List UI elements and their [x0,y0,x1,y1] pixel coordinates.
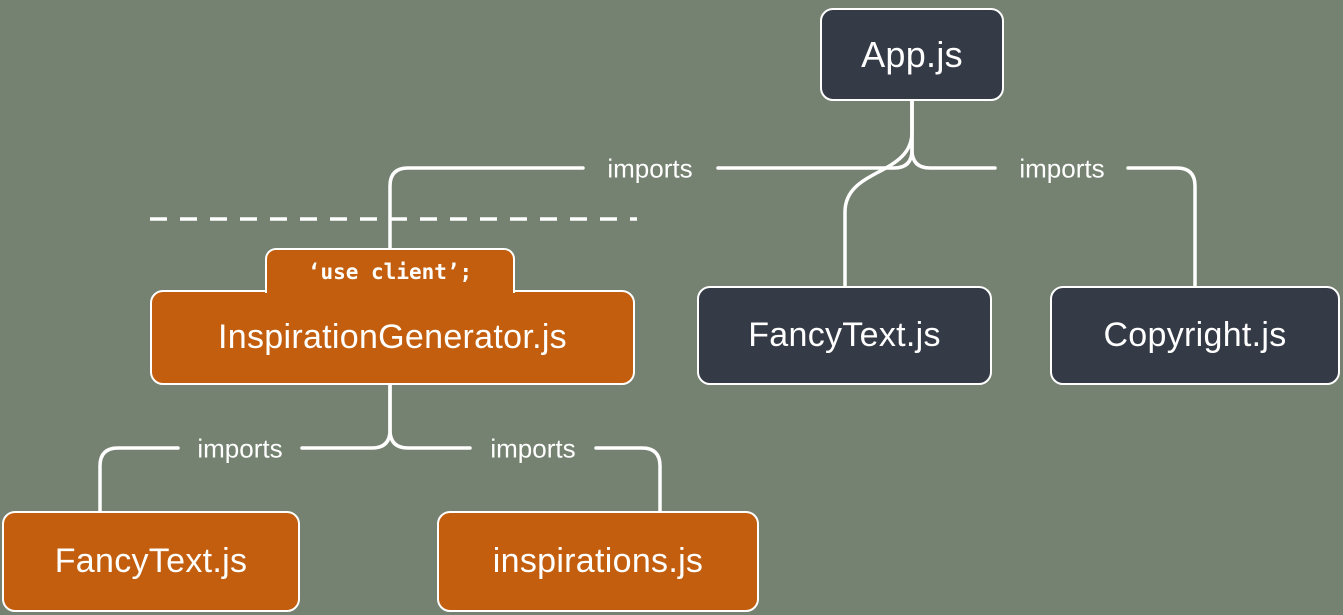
node-inspirationgenerator-js-label: InspirationGenerator.js [218,318,567,356]
node-fancytext-js-server: FancyText.js [697,286,992,385]
use-client-directive-text: ‘use client’; [307,259,473,284]
connector-inspirationgenerator-to-fancytext-left-segment [98,446,180,514]
node-copyright-js: Copyright.js [1050,286,1340,385]
connector-inspirationgenerator-to-inspirations-left-segment [388,383,472,450]
connector-inspirationgenerator-to-inspirations-right-segment [594,446,662,514]
connector-app-to-copyright-left-segment [910,98,997,170]
node-app-js: App.js [820,8,1004,101]
connector-app-to-inspirationgenerator-left-segment [388,166,585,258]
node-app-js-label: App.js [861,33,963,75]
connector-app-to-copyright-right-segment [1126,166,1197,290]
edge-label-inspirationgenerator-imports-fancytext: imports [197,433,283,464]
edge-label-inspirationgenerator-imports-inspirations: imports [490,433,576,464]
node-inspirations-js-label: inspirations.js [492,542,704,580]
node-copyright-js-label: Copyright.js [1103,316,1287,354]
node-inspirations-js: inspirations.js [437,511,759,612]
edge-label-app-imports-copyright: imports [1019,153,1105,184]
connector-inspirationgenerator-to-fancytext-right-segment [300,383,392,450]
node-fancytext-js-client: FancyText.js [2,511,300,612]
node-fancytext-js-server-label: FancyText.js [748,316,941,354]
node-inspirationgenerator-js: InspirationGenerator.js [150,290,635,385]
node-fancytext-js-client-label: FancyText.js [54,542,248,580]
connector-app-to-inspirationgenerator-right-segment [716,98,914,170]
use-client-directive-badge: ‘use client’; [265,248,515,293]
connector-app-to-fancytext [843,98,914,290]
edge-label-app-imports-inspirationgenerator: imports [607,153,693,184]
